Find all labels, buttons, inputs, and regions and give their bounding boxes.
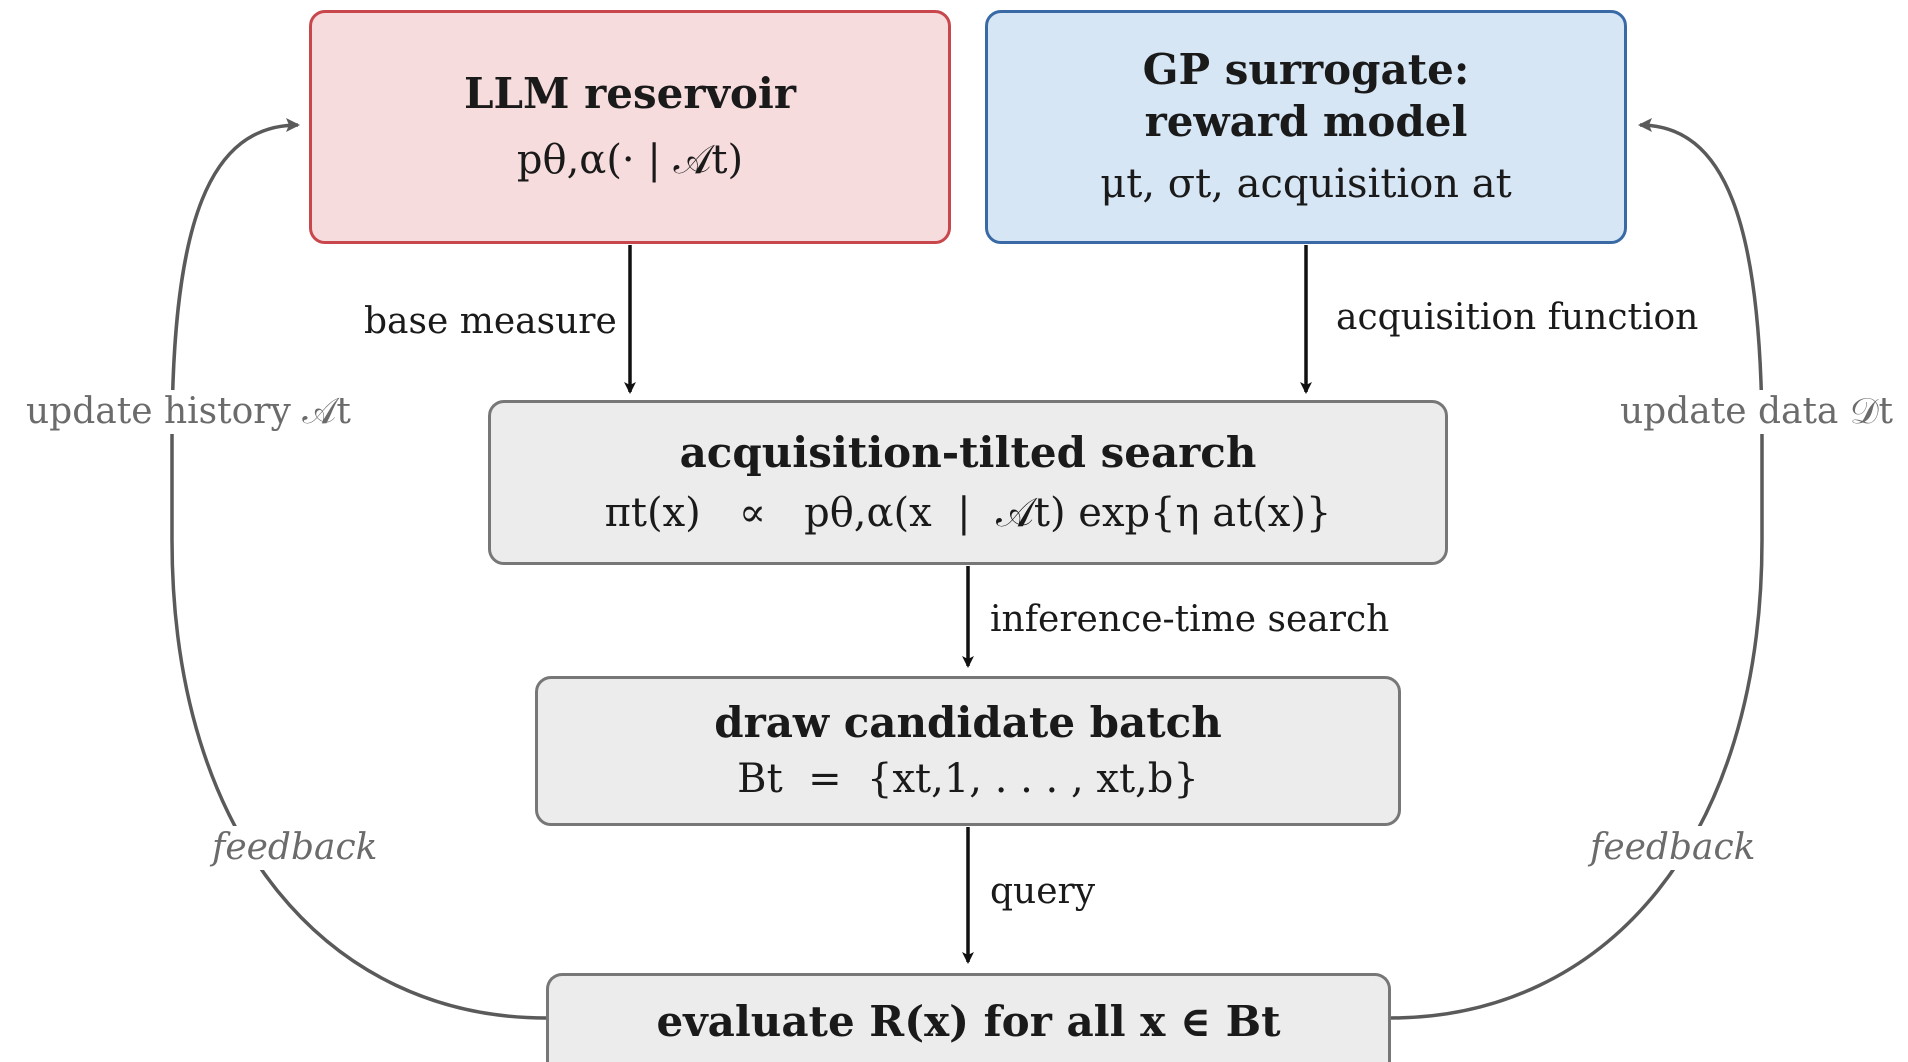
label-feedback-right: feedback bbox=[1586, 826, 1760, 870]
node-llm-reservoir: LLM reservoir pθ,α(· | 𝒜t) bbox=[309, 10, 951, 244]
gp-title-line2: reward model bbox=[1144, 97, 1468, 146]
node-evaluate: evaluate R(x) for all x ∈ Bt bbox=[546, 973, 1391, 1062]
node-draw-candidate-batch: draw candidate batch Bt = {xt,1, . . . ,… bbox=[535, 676, 1401, 826]
search-formula: πt(x) ∝ pθ,α(x | 𝒜t) exp{η at(x)} bbox=[604, 489, 1332, 536]
label-query: query bbox=[990, 871, 1096, 912]
batch-title: draw candidate batch bbox=[714, 698, 1222, 747]
node-acquisition-tilted-search: acquisition-tilted search πt(x) ∝ pθ,α(x… bbox=[488, 400, 1448, 565]
label-update-history: update history 𝒜t bbox=[22, 390, 355, 434]
gp-formula: μt, σt, acquisition at bbox=[1100, 161, 1512, 207]
label-inference-time-search: inference-time search bbox=[990, 599, 1390, 640]
llm-formula-text: pθ,α(· | 𝒜t) bbox=[516, 137, 744, 183]
label-acquisition-function: acquisition function bbox=[1336, 297, 1699, 338]
llm-title: LLM reservoir bbox=[463, 69, 797, 118]
batch-formula: Bt = {xt,1, . . . , xt,b} bbox=[737, 756, 1199, 802]
evaluate-text: evaluate R(x) for all x ∈ Bt bbox=[656, 997, 1281, 1046]
llm-formula: pθ,α(· | 𝒜t) bbox=[517, 134, 743, 186]
label-base-measure: base measure bbox=[364, 301, 617, 342]
label-feedback-left: feedback bbox=[208, 826, 382, 870]
edge-feedback-right bbox=[1389, 118, 1764, 1020]
gp-title-line1: GP surrogate: bbox=[1142, 45, 1470, 94]
edge-feedback-left bbox=[170, 118, 547, 1020]
search-title: acquisition-tilted search bbox=[679, 427, 1257, 477]
label-update-data: update data 𝒟t bbox=[1616, 390, 1898, 434]
node-gp-surrogate: GP surrogate: reward model μt, σt, acqui… bbox=[985, 10, 1627, 244]
